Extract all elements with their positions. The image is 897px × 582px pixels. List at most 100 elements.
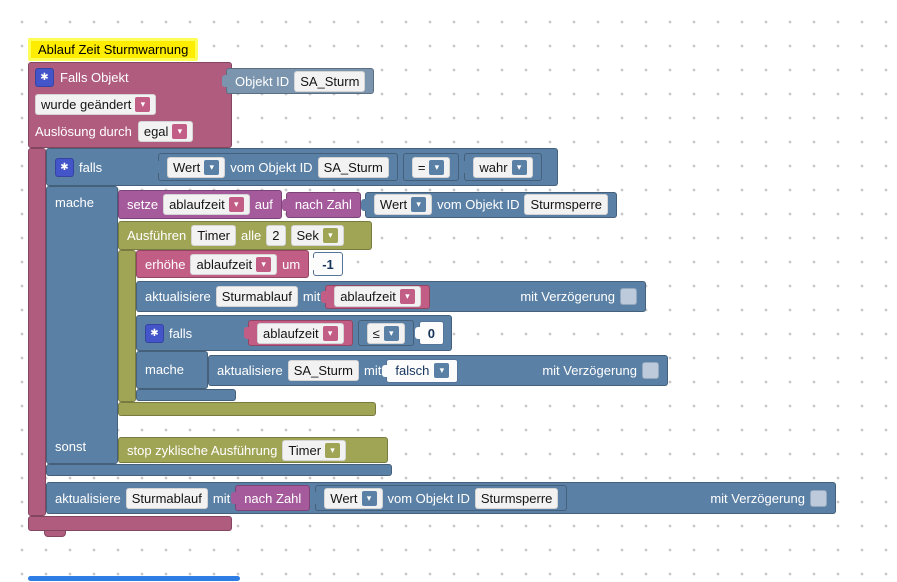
trigger-block-spine[interactable] [28, 148, 46, 516]
variable-dropdown[interactable]: ablaufzeit [334, 286, 421, 307]
dropdown-arrow-icon[interactable] [411, 197, 427, 212]
bool-value: falsch [395, 363, 430, 378]
if-falls-label: falls [79, 159, 103, 175]
operator-value: = [417, 159, 426, 175]
puzzle-tab [244, 327, 250, 339]
if-block-spine[interactable]: mache sonst [46, 186, 118, 464]
update-object-block[interactable]: aktualisiere SA_Sturm mit falsch mit Ver… [208, 355, 668, 386]
timer-name-field[interactable]: Timer [191, 225, 237, 246]
puzzle-tab [460, 161, 467, 173]
gear-icon[interactable] [145, 323, 164, 343]
objekt-id-field[interactable]: SA_Sturm [294, 70, 366, 92]
to-number-block[interactable]: nach Zahl [231, 485, 311, 511]
objekt-field[interactable]: Sturmsperre [524, 194, 609, 215]
number-value-block[interactable]: -1 [309, 252, 343, 276]
trigger-mode-dropdown[interactable]: wurde geändert [35, 93, 157, 115]
dropdown-arrow-icon[interactable] [322, 325, 338, 341]
change-variable-block[interactable]: erhöhe ablaufzeit um [136, 250, 310, 278]
trigger-ausloesung-dropdown[interactable]: egal [137, 121, 194, 142]
stop-label: stop zyklische Ausführung [127, 442, 278, 458]
dropdown-arrow-icon[interactable] [172, 124, 188, 139]
timer-block-bottom[interactable] [118, 402, 376, 416]
puzzle-tab [222, 75, 228, 87]
vom-objekt-label: vom Objekt ID [387, 490, 470, 506]
get-value-block[interactable]: Wert vom Objekt ID SA_Sturm [154, 153, 398, 181]
objekt-field[interactable]: Sturmsperre [474, 487, 559, 509]
variable-name: ablaufzeit [196, 256, 253, 272]
dropdown-arrow-icon[interactable] [383, 325, 399, 341]
objekt-field[interactable]: SA_Sturm [317, 156, 389, 178]
number-value: 0 [427, 325, 436, 341]
mit-label: mit [302, 289, 321, 304]
compare-operator-block[interactable]: ≤ [357, 320, 414, 346]
operator-dropdown[interactable]: ≤ [366, 322, 405, 344]
wert-label: Wert [379, 197, 408, 212]
interval-value: 2 [272, 228, 280, 243]
wert-label: Wert [173, 159, 201, 175]
bool-dropdown[interactable]: wahr [473, 156, 533, 178]
dropdown-arrow-icon[interactable] [135, 96, 151, 112]
nach-zahl-label: nach Zahl [294, 197, 352, 212]
set-variable-block[interactable]: setze ablaufzeit auf [118, 190, 282, 219]
get-value-block[interactable]: Wert vom Objekt ID Sturmsperre [311, 485, 568, 511]
gear-icon[interactable] [55, 157, 74, 177]
operator-dropdown[interactable]: = [411, 156, 451, 178]
objekt-field[interactable]: SA_Sturm [287, 360, 360, 381]
unit-dropdown[interactable]: Sek [290, 225, 344, 246]
objekt-field[interactable]: Sturmablauf [215, 286, 298, 307]
if-block-inner-spine[interactable]: mache [136, 351, 208, 389]
variable-dropdown[interactable]: ablaufzeit [190, 253, 278, 275]
puzzle-tab [309, 258, 316, 270]
compare-operator-block[interactable]: = [402, 153, 460, 181]
variable-dropdown[interactable]: ablaufzeit [163, 194, 250, 215]
delay-checkbox[interactable] [810, 489, 827, 507]
aktualisiere-label: aktualisiere [145, 289, 211, 304]
dropdown-arrow-icon[interactable] [429, 159, 445, 175]
if-block-inner-bottom[interactable] [136, 389, 236, 401]
dropdown-arrow-icon[interactable] [256, 256, 272, 272]
delay-checkbox[interactable] [642, 362, 659, 379]
trigger-block[interactable]: Falls Objekt wurde geändert Auslösung du… [28, 62, 232, 148]
to-number-block[interactable]: nach Zahl [281, 191, 361, 218]
horizontal-scrollbar[interactable] [28, 576, 240, 581]
if-block-bottom[interactable] [46, 464, 392, 476]
interval-field[interactable]: 2 [266, 225, 286, 246]
bool-value-block[interactable]: falsch [382, 358, 459, 383]
objekt-field[interactable]: Sturmablauf [125, 487, 208, 509]
bool-value-block[interactable]: wahr [460, 153, 542, 181]
stop-timer-block[interactable]: stop zyklische Ausführung Timer [118, 437, 388, 463]
delay-checkbox[interactable] [620, 288, 637, 305]
dropdown-arrow-icon[interactable] [325, 442, 341, 458]
wert-dropdown[interactable]: Wert [373, 194, 433, 215]
dropdown-arrow-icon[interactable] [511, 159, 527, 175]
comment-label[interactable]: Ablauf Zeit Sturmwarnung [28, 38, 199, 61]
if1-condition-row: Wert vom Objekt ID SA_Sturm = wahr [154, 153, 542, 181]
wert-dropdown[interactable]: Wert [167, 156, 226, 178]
timer-schedule-block[interactable]: Ausführen Timer alle 2 Sek [118, 221, 372, 250]
puzzle-tab [321, 290, 328, 303]
operator-value: ≤ [372, 325, 380, 341]
sonst-label: sonst [55, 439, 87, 454]
objekt-id-block[interactable]: Objekt ID SA_Sturm [222, 68, 375, 94]
trigger-block-bottom[interactable] [28, 516, 232, 531]
get-value-block[interactable]: Wert vom Objekt ID Sturmsperre [360, 191, 618, 218]
objekt-value: SA_Sturm [293, 363, 354, 378]
variable-dropdown[interactable]: ablaufzeit [257, 322, 344, 344]
dropdown-arrow-icon[interactable] [228, 197, 244, 212]
dropdown-arrow-icon[interactable] [322, 228, 338, 243]
dropdown-arrow-icon[interactable] [399, 289, 415, 304]
if2-condition-row: ablaufzeit ≤ 0 [244, 320, 445, 346]
gear-icon[interactable] [35, 68, 54, 87]
update-object-block[interactable]: aktualisiere Sturmablauf mit nach Zahl W… [46, 482, 836, 514]
timer-block-spine[interactable] [118, 250, 136, 402]
dropdown-arrow-icon[interactable] [204, 159, 220, 175]
timer-name-dropdown[interactable]: Timer [282, 439, 347, 461]
dropdown-arrow-icon[interactable] [361, 490, 377, 506]
update-object-block[interactable]: aktualisiere Sturmablauf mit ablaufzeit … [136, 281, 646, 312]
variable-value-block[interactable]: ablaufzeit [244, 320, 353, 346]
wert-dropdown[interactable]: Wert [324, 487, 383, 509]
dropdown-arrow-icon[interactable] [434, 363, 450, 378]
variable-value-block[interactable]: ablaufzeit [321, 284, 430, 309]
number-value-block[interactable]: 0 [414, 321, 445, 345]
